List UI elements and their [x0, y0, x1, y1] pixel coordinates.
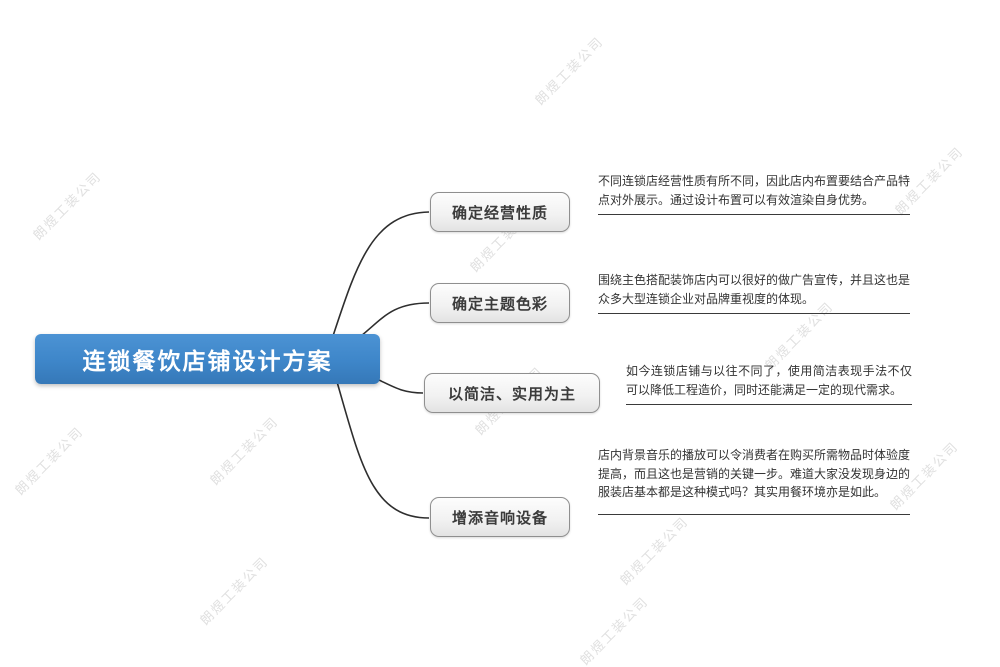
branch-description-text: 如今连锁店铺与以往不同了，使用简洁表现手法不仅可以降低工程造价，同时还能满足一定…: [626, 364, 912, 397]
branch-description-text: 不同连锁店经营性质有所不同，因此店内布置要结合产品特点对外展示。通过设计布置可以…: [598, 174, 911, 207]
branch-node-theme-color[interactable]: 确定主题色彩: [430, 283, 570, 323]
branch-description-simple-practical[interactable]: 如今连锁店铺与以往不同了，使用简洁表现手法不仅可以降低工程造价，同时还能满足一定…: [626, 362, 912, 405]
branch-node-label: 确定主题色彩: [451, 294, 548, 313]
connector-branch-1: [329, 211, 430, 346]
branch-node-simple-practical[interactable]: 以简洁、实用为主: [424, 373, 600, 413]
branch-node-label: 以简洁、实用为主: [447, 384, 576, 403]
branch-description-text: 店内背景音乐的播放可以令消费者在购买所需物品时体验度提高，而且这也是营销的关键一…: [598, 448, 911, 499]
branch-node-business-nature[interactable]: 确定经营性质: [430, 192, 570, 232]
branch-description-theme-color[interactable]: 围绕主色搭配装饰店内可以很好的做广告宣传，并且这也是众多大型连锁企业对品牌重视度…: [598, 271, 910, 314]
branch-description-text: 围绕主色搭配装饰店内可以很好的做广告宣传，并且这也是众多大型连锁企业对品牌重视度…: [598, 273, 911, 306]
branch-description-business-nature[interactable]: 不同连锁店经营性质有所不同，因此店内布置要结合产品特点对外展示。通过设计布置可以…: [598, 172, 910, 215]
connector-branch-4: [334, 374, 430, 519]
root-node[interactable]: 连锁餐饮店铺设计方案: [35, 334, 380, 384]
branch-node-audio-equipment[interactable]: 增添音响设备: [430, 497, 570, 537]
branch-node-label: 确定经营性质: [451, 203, 548, 222]
branch-node-label: 增添音响设备: [451, 508, 548, 527]
root-node-label: 连锁餐饮店铺设计方案: [82, 349, 333, 375]
branch-description-audio-equipment[interactable]: 店内背景音乐的播放可以令消费者在购买所需物品时体验度提高，而且这也是营销的关键一…: [598, 446, 910, 515]
